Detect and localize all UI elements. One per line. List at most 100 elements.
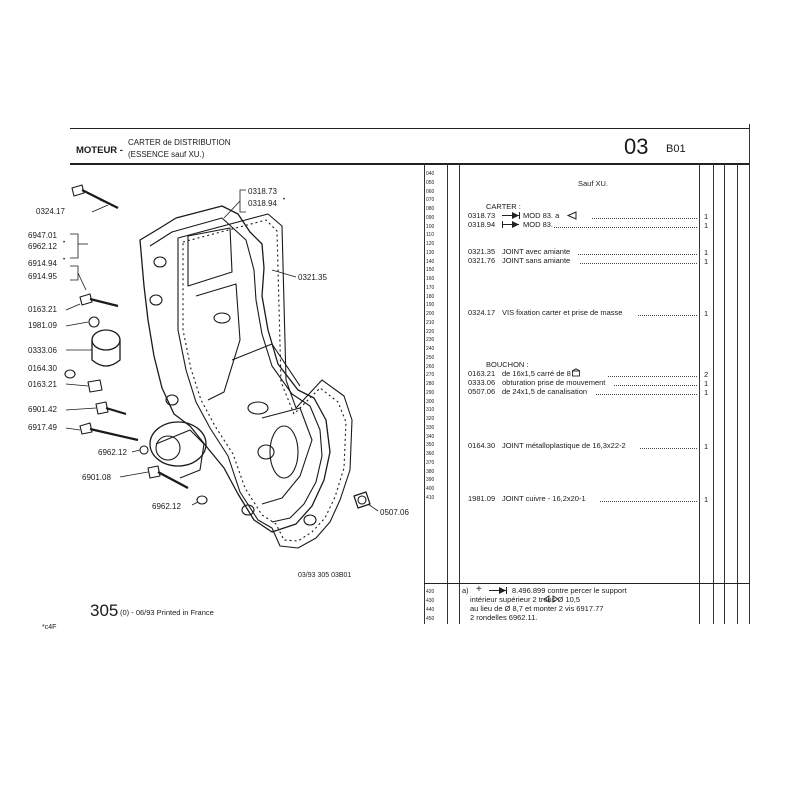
bolt-head [95, 401, 109, 415]
part-ref: 0321.35 [468, 247, 496, 256]
row-number: 100 [426, 223, 435, 230]
bolt-thread [99, 199, 119, 209]
plus-icon: + [476, 584, 482, 595]
section-label: MOTEUR - [76, 145, 123, 156]
part-qty: 1 [704, 248, 709, 257]
list-heading: Sauf XU. [578, 179, 609, 188]
row-number: 050 [426, 179, 435, 186]
row-number: 090 [426, 214, 435, 221]
row-number: 240 [426, 346, 435, 352]
note-divider [424, 583, 750, 584]
part-desc: MOD 83. [523, 220, 554, 229]
row-number: 230 [426, 337, 435, 344]
part-ref: 0164.30 [468, 441, 496, 450]
leader-line [77, 272, 87, 291]
callout-0163-21-b: 0163.21 [28, 380, 57, 389]
arrow-left-icon [566, 211, 577, 220]
part-desc: VIS fixation carter et prise de masse [502, 308, 623, 317]
callout-6962-12-b: 6962.12 [98, 448, 127, 457]
row-number: 290 [426, 389, 435, 396]
callout-0164-30: 0164.30 [28, 364, 57, 373]
group-bouchon: BOUCHON : [486, 360, 529, 369]
group-carter: CARTER : [486, 202, 521, 211]
cover-lower-rib [261, 407, 313, 505]
arrow-right-icon [489, 587, 507, 594]
cover-rib [195, 283, 241, 401]
leader-dots [596, 394, 697, 395]
bolt-head [71, 184, 85, 197]
leader-line [65, 303, 81, 311]
leader-dots [580, 263, 697, 264]
row-number: 260 [426, 363, 435, 370]
row-number: 250 [426, 354, 435, 361]
part-ref: 0321.76 [468, 256, 496, 265]
part-qty: 1 [704, 309, 709, 318]
row-number: 400 [426, 486, 435, 492]
leader-dots [640, 448, 697, 449]
bullet-icon: • [283, 197, 286, 203]
washer [139, 445, 149, 455]
bolt-head [79, 293, 93, 306]
plug-0507 [353, 491, 371, 509]
cover-boss [247, 401, 269, 415]
leader-dots [600, 501, 697, 502]
row-number: 350 [426, 442, 435, 449]
washer [88, 316, 100, 328]
row-number: 380 [426, 468, 435, 475]
qty-rule-right [713, 164, 714, 624]
bolt-head [147, 465, 161, 479]
header-top-rule [70, 128, 750, 129]
row-number: 160 [426, 276, 435, 282]
leader-line [191, 501, 199, 506]
part-qty: 1 [704, 257, 709, 266]
row-number: 430 [426, 598, 435, 604]
bolt-shaft [89, 297, 119, 308]
row-number: 180 [426, 293, 435, 300]
col-rule-b [737, 164, 738, 624]
callout-0507-06: 0507.06 [380, 508, 409, 517]
row-number: 440 [426, 607, 435, 613]
gasket-outline [177, 213, 353, 549]
note-line2: intérieur supérieur 2 trous Ø 10,5 [470, 595, 581, 604]
callout-6914-95: 6914.95 [28, 272, 57, 281]
callout-0318-94: 0318.94 [248, 199, 277, 208]
arrow-right-icon [502, 212, 520, 219]
part-ref: 0318.94 [468, 220, 496, 229]
callout-6962-12-c: 6962.12 [152, 502, 181, 511]
leader-line [367, 503, 379, 512]
row-number: 070 [426, 197, 435, 204]
part-desc: obturation prise de mouvement [502, 378, 606, 387]
row-number: 300 [426, 398, 435, 405]
callout-0318-73: 0318.73 [248, 187, 277, 196]
row-number: 060 [426, 188, 435, 195]
leader-dots [608, 376, 697, 377]
leader-line [91, 204, 109, 213]
row-number: 200 [426, 311, 435, 317]
row-number: 130 [426, 249, 435, 256]
header-bottom-rule [70, 163, 750, 165]
housing-bore [155, 435, 181, 461]
cover-body [139, 205, 331, 533]
callout-6947-01: 6947.01 [28, 231, 57, 240]
callout-0163-21-a: 0163.21 [28, 305, 57, 314]
callout-6901-42: 6901.42 [28, 405, 57, 414]
cover-bolt-hole4 [241, 504, 255, 516]
title-line1: CARTER de DISTRIBUTION [128, 138, 231, 147]
part-desc: JOINT avec amiante [502, 247, 571, 256]
cover-boss2 [213, 312, 231, 324]
cap-plug-body [91, 340, 121, 367]
row-number: 210 [426, 319, 435, 326]
table-left-rule [424, 164, 425, 624]
row-number: 280 [426, 381, 435, 387]
part-ref: 0507.06 [468, 387, 496, 396]
leader-dots [592, 218, 697, 219]
row-number: 310 [426, 407, 435, 414]
note-line3: au lieu de Ø 8,7 et monter 2 vis 6917.77 [470, 604, 604, 613]
bolt-shaft [89, 427, 139, 442]
cover-hole [257, 444, 275, 460]
part-desc: MOD 83. a [523, 211, 560, 220]
housing-shell [155, 429, 205, 479]
model-number: 305 [90, 601, 119, 620]
row-number: 190 [426, 302, 435, 309]
cover-rib2 [231, 343, 301, 387]
